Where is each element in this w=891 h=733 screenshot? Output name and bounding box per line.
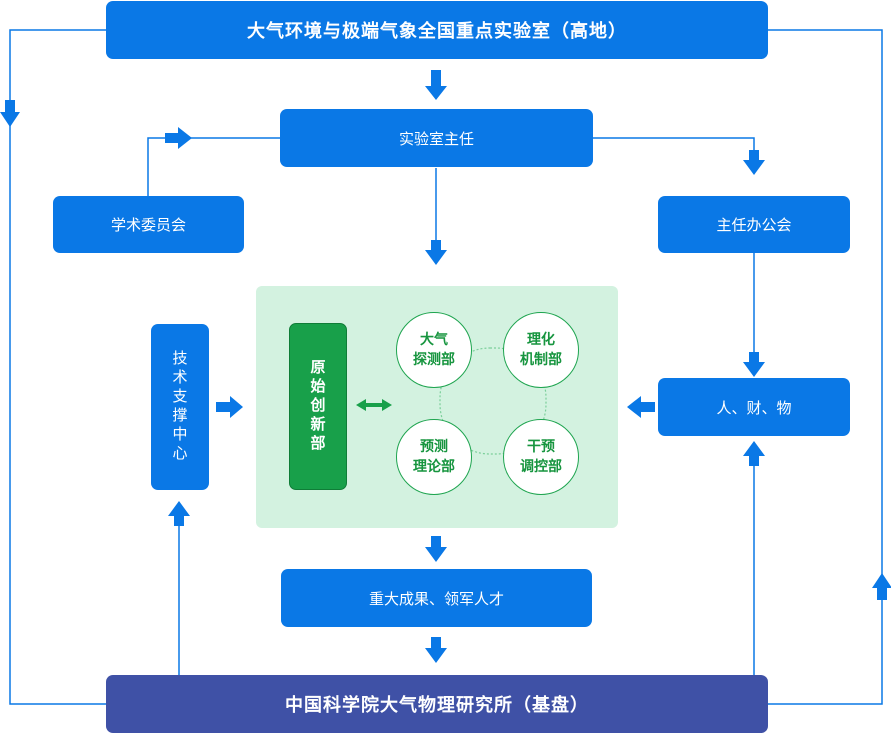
outputs-label: 重大成果、领军人才 [368, 589, 504, 608]
header-lab-title: 大气环境与极端气象全国重点实验室（高地） [106, 1, 768, 59]
header-title-text: 大气环境与极端气象全国重点实验室（高地） [247, 21, 627, 42]
dept-line2: 调控部 [520, 459, 562, 475]
dept-prediction-theory: 预测 理论部 [396, 419, 472, 495]
tech-support-box: 技术支撑中心 [151, 324, 209, 490]
dept-line2: 探测部 [413, 352, 455, 368]
innovation-dept-label: 原始创新部 [308, 359, 327, 454]
footer-title-text: 中国科学院大气物理研究所（基盘） [285, 695, 589, 716]
resources-box: 人、财、物 [658, 378, 850, 436]
dept-line2: 理论部 [413, 459, 455, 475]
dept-line1: 理化 [527, 332, 555, 348]
academic-committee-label: 学术委员会 [110, 216, 186, 234]
outputs-box: 重大成果、领军人才 [281, 569, 592, 627]
director-office-label: 主任办公会 [716, 216, 792, 234]
dept-atmospheric-detection: 大气 探测部 [396, 312, 472, 388]
director-office-box: 主任办公会 [658, 196, 850, 253]
dept-line1: 大气 [420, 332, 448, 348]
footer-institute-title: 中国科学院大气物理研究所（基盘） [106, 675, 768, 733]
dept-line1: 干预 [527, 439, 555, 455]
director-label: 实验室主任 [398, 129, 474, 148]
tech-support-label: 技术支撑中心 [170, 350, 189, 464]
academic-committee-box: 学术委员会 [53, 196, 244, 253]
director-box: 实验室主任 [280, 109, 593, 167]
innovation-dept-box: 原始创新部 [289, 323, 347, 490]
dept-line2: 机制部 [520, 352, 562, 368]
resources-label: 人、财、物 [716, 398, 792, 417]
dept-physicochemical-mechanism: 理化 机制部 [503, 312, 579, 388]
dept-line1: 预测 [420, 439, 448, 455]
dept-intervention-control: 干预 调控部 [503, 419, 579, 495]
